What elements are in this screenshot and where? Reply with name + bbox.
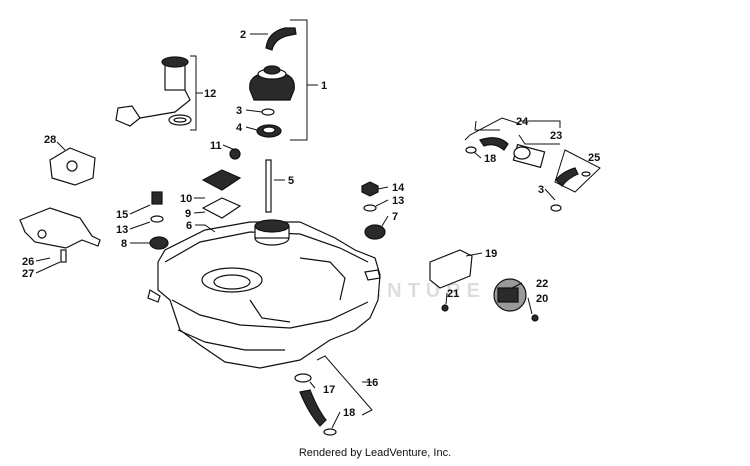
callout-3[interactable]: 3	[236, 105, 242, 117]
callout-10[interactable]: 10	[180, 193, 192, 205]
callout-24[interactable]: 24	[516, 116, 529, 128]
screw-21[interactable]	[441, 304, 449, 312]
clamp-17[interactable]	[294, 373, 312, 383]
grommet-7[interactable]	[364, 224, 386, 240]
footer-credit: Rendered by LeadVenture, Inc.	[298, 447, 452, 459]
callout-9[interactable]: 9	[185, 208, 191, 220]
callout-18-lower[interactable]: 18	[343, 407, 355, 419]
callout-6[interactable]: 6	[186, 220, 192, 232]
pad-9[interactable]	[201, 197, 242, 219]
callout-7[interactable]: 7	[392, 211, 398, 223]
fuel-pump-sender[interactable]	[115, 56, 192, 127]
screw-20[interactable]	[531, 314, 539, 322]
callout-labels: 1 2 3 4 5 6 7 8 9 10 11 12 13 13 14 15 1…	[22, 29, 600, 419]
callout-11[interactable]: 11	[210, 140, 222, 152]
nut-14[interactable]	[361, 181, 379, 197]
callout-16[interactable]: 16	[366, 377, 378, 389]
callout-20[interactable]: 20	[536, 293, 548, 305]
fuel-valve-19[interactable]	[429, 249, 473, 289]
callout-23[interactable]: 23	[550, 130, 562, 142]
support-bracket[interactable]	[19, 207, 101, 249]
clamp-18-upper[interactable]	[465, 146, 477, 154]
callout-3-right[interactable]: 3	[538, 184, 544, 196]
washer-13-right[interactable]	[363, 204, 377, 212]
callout-13-left[interactable]: 13	[116, 224, 128, 236]
o-ring[interactable]	[261, 108, 275, 116]
callout-15[interactable]: 15	[116, 209, 128, 221]
callout-17[interactable]: 17	[323, 384, 335, 396]
leader-lines	[35, 19, 601, 429]
bolt-15[interactable]	[151, 191, 163, 205]
hose-25[interactable]	[555, 167, 579, 187]
callout-27[interactable]: 27	[22, 268, 34, 280]
callout-14[interactable]: 14	[392, 182, 405, 194]
callout-19[interactable]: 19	[485, 248, 497, 260]
callout-8[interactable]: 8	[121, 238, 127, 250]
callout-21[interactable]: 21	[447, 288, 459, 300]
callout-13-right[interactable]: 13	[392, 195, 404, 207]
callout-2[interactable]: 2	[240, 29, 246, 41]
fuel-tank[interactable]	[147, 219, 381, 369]
callout-25[interactable]: 25	[588, 152, 600, 164]
bolt-27[interactable]	[60, 249, 67, 263]
bolt-11[interactable]	[229, 148, 241, 160]
callout-1[interactable]: 1	[321, 80, 327, 92]
filler-stud[interactable]	[265, 159, 272, 213]
callout-4[interactable]: 4	[236, 122, 243, 134]
pad-10[interactable]	[201, 169, 242, 191]
hose-16[interactable]	[299, 389, 327, 427]
filler-cap[interactable]	[249, 65, 295, 101]
clamp-18-lower[interactable]	[323, 428, 337, 436]
mounting-plate[interactable]	[49, 147, 96, 186]
hose-24[interactable]	[479, 137, 509, 151]
callout-18-upper[interactable]: 18	[484, 153, 496, 165]
washer-13-left[interactable]	[150, 215, 164, 223]
callout-12[interactable]: 12	[204, 88, 216, 100]
clamp-3-right[interactable]	[550, 204, 562, 212]
callout-28[interactable]: 28	[44, 134, 56, 146]
vent-tube[interactable]	[265, 27, 297, 51]
callout-22[interactable]: 22	[536, 278, 548, 290]
callout-5[interactable]: 5	[288, 175, 294, 187]
callout-26[interactable]: 26	[22, 256, 34, 268]
grommet-8[interactable]	[149, 236, 169, 250]
